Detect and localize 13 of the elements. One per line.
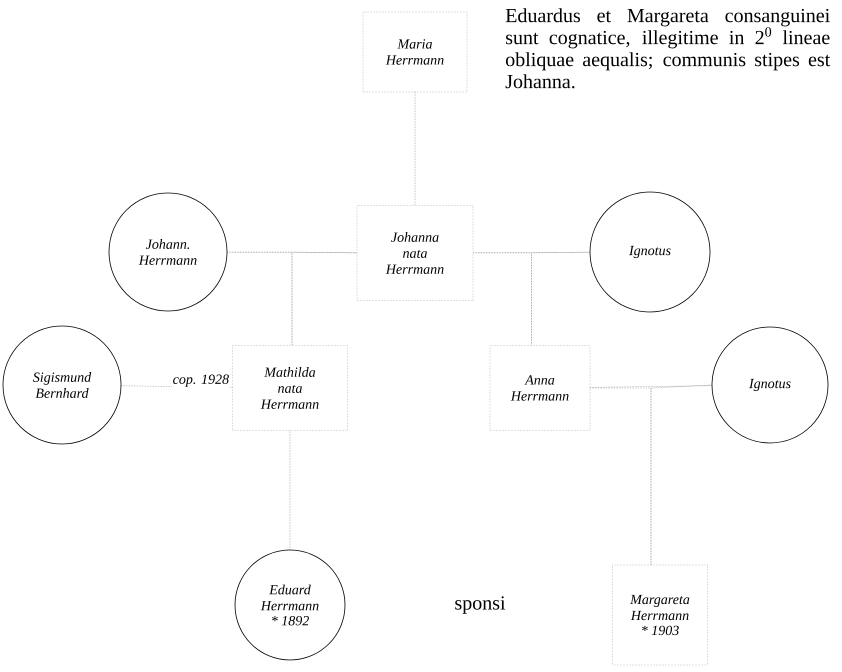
caption-word: sponsi bbox=[455, 596, 506, 614]
edge-label: cop. 1928 bbox=[172, 374, 230, 388]
person-box: Margareta Herrmann * 1903 bbox=[612, 564, 708, 666]
person-box: Maria Herrmann bbox=[362, 12, 468, 92]
connector-line bbox=[414, 92, 416, 206]
descent-line bbox=[650, 384, 712, 566]
connector-line bbox=[590, 385, 712, 388]
descent-line bbox=[531, 252, 590, 346]
note-text: Eduardus et Margareta consanguinei sunt cognatice, illegitime in 2$^{0}$ lineae obliquae aequalis; communis stipes est Johanna. bbox=[506, 8, 830, 88]
person-box: Mathilda nata Herrmann bbox=[232, 345, 348, 431]
descent-line bbox=[292, 252, 358, 346]
person-box: Johanna nata Herrmann bbox=[356, 205, 474, 301]
person-box: Anna Herrmann bbox=[490, 345, 590, 431]
